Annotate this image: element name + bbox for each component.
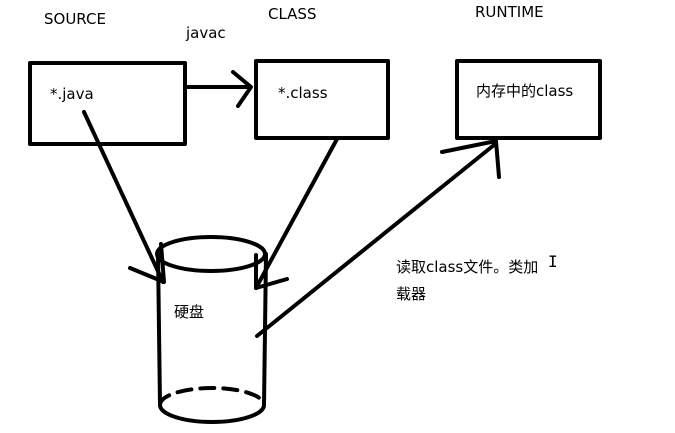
disk-cylinder [155,235,268,424]
disk-label: 硬盘 [174,303,205,321]
disk-to-runtime-arrow [255,139,501,338]
memory-box-text: 内存中的class [476,82,574,100]
runtime-heading: RUNTIME [475,3,544,21]
class-file-box [254,59,390,140]
java-to-disk-arrow [82,110,166,284]
javac-arrow [183,70,253,108]
source-heading: SOURCE [44,10,106,28]
java-source-box [28,61,187,146]
classloader-note-line1: 读取class文件。类加 [396,258,539,276]
class-box-text: *.class [278,84,328,102]
class-to-disk-arrow [254,137,339,290]
text-cursor-icon: I [548,252,558,271]
java-box-text: *.java [50,85,94,103]
class-heading: CLASS [268,5,317,23]
javac-label: javac [186,24,226,42]
runtime-memory-box [455,59,602,140]
classloader-note-line2: 载器 [396,285,427,303]
